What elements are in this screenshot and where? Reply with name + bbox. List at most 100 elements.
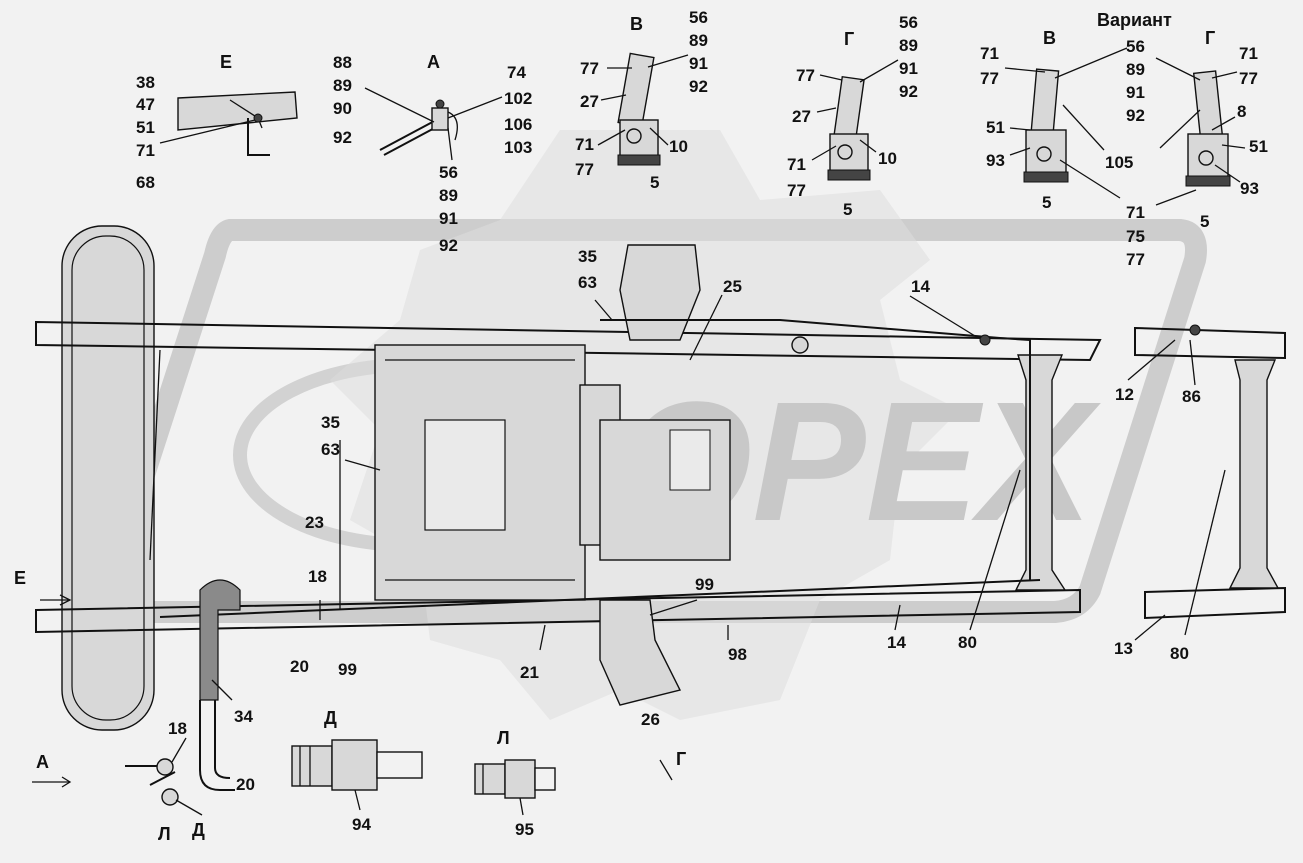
variant-bottom-2: 77	[1126, 250, 1145, 269]
bottom-a-label: А	[36, 752, 49, 772]
bottom-20: 20	[236, 775, 255, 794]
main-80a: 80	[958, 633, 977, 652]
rear-lower-rail	[1144, 586, 1286, 620]
view-g-right-1: 89	[899, 36, 918, 55]
view-b-right-3: 92	[689, 77, 708, 96]
detail-l-title: Л	[497, 728, 510, 748]
view-e-label-2: 51	[136, 118, 155, 137]
main-99a: 99	[338, 660, 357, 679]
view-e-label-1: 47	[136, 95, 155, 114]
main-e-arrow-label: Е	[14, 568, 26, 588]
view-a-right-0: 74	[507, 63, 526, 82]
view-e-title: Е	[220, 52, 232, 72]
view-a-left-3: 92	[333, 128, 352, 147]
view-g-27: 27	[792, 107, 811, 126]
bottom-d-label: Д	[192, 820, 205, 840]
cross-member	[1014, 354, 1067, 591]
main-12: 12	[1115, 385, 1134, 404]
main-26: 26	[641, 710, 660, 729]
detail-l: Л 95	[474, 728, 556, 839]
view-a-left-0: 88	[333, 53, 352, 72]
view-a: А 88 89 90 92 74 102 106 103 56 89 91 92	[333, 52, 532, 255]
variant-93b: 93	[1240, 179, 1259, 198]
detail-d: Д 94	[291, 708, 423, 834]
exhaust-pipe	[599, 599, 682, 706]
main-35b: 35	[321, 413, 340, 432]
variant-left-0: 71	[980, 44, 999, 63]
variant-5b: 5	[1200, 212, 1209, 231]
view-variant: Вариант В Г 56 89 91 92 71 77 71 77 8	[980, 10, 1268, 269]
main-14a: 14	[911, 277, 930, 296]
view-g-77: 77	[796, 66, 815, 85]
hose-34	[199, 579, 241, 701]
view-b-27: 27	[580, 92, 599, 111]
main-g-label: Г	[676, 749, 686, 769]
view-b-5: 5	[650, 173, 659, 192]
view-g-5: 5	[843, 200, 852, 219]
main-63a: 63	[578, 273, 597, 292]
view-a-bottom: А 18 20 Л Д	[32, 700, 255, 844]
detail-l-number: 95	[515, 820, 534, 839]
bottom-18: 18	[168, 719, 187, 738]
variant-mid-1: 89	[1126, 60, 1145, 79]
view-a-bottom-1: 89	[439, 186, 458, 205]
view-b-77: 77	[580, 59, 599, 78]
variant-left-1: 77	[980, 69, 999, 88]
main-13: 13	[1114, 639, 1133, 658]
variant-105: 105	[1105, 153, 1133, 172]
view-a-right-1: 102	[504, 89, 532, 108]
rear-cross-member	[1228, 359, 1280, 589]
main-25: 25	[723, 277, 742, 296]
view-g-71: 71	[787, 155, 806, 174]
view-b-right-1: 89	[689, 31, 708, 50]
view-a-title: А	[427, 52, 440, 72]
view-a-bottom-2: 91	[439, 209, 458, 228]
variant-93a: 93	[986, 151, 1005, 170]
view-b-title: В	[630, 14, 643, 34]
rear-upper-rail	[1134, 326, 1286, 360]
view-a-left-2: 90	[333, 99, 352, 118]
variant-51b: 51	[1249, 137, 1268, 156]
variant-bottom-1: 75	[1126, 227, 1145, 246]
variant-bottom-0: 71	[1126, 203, 1145, 222]
main-34: 34	[234, 707, 253, 726]
bottom-l-label: Л	[158, 824, 171, 844]
main-98: 98	[728, 645, 747, 664]
view-b-right-2: 91	[689, 54, 708, 73]
variant-title: Вариант	[1097, 10, 1172, 30]
view-e: Е 38 47 51 71 68	[136, 52, 298, 192]
variant-8: 8	[1237, 102, 1246, 121]
main-80b: 80	[1170, 644, 1189, 663]
variant-mid-3: 92	[1126, 106, 1145, 125]
view-e-label-3: 71	[136, 141, 155, 160]
view-a-bottom-0: 56	[439, 163, 458, 182]
view-g-77b: 77	[787, 181, 806, 200]
view-g-title: Г	[844, 29, 854, 49]
variant-mid-0: 56	[1126, 37, 1145, 56]
main-35a: 35	[578, 247, 597, 266]
variant-5a: 5	[1042, 193, 1051, 212]
variant-51a: 51	[986, 118, 1005, 137]
main-86: 86	[1182, 387, 1201, 406]
variant-right-1: 77	[1239, 69, 1258, 88]
view-a-right-2: 106	[504, 115, 532, 134]
view-b-10: 10	[669, 137, 688, 156]
view-e-label-0: 38	[136, 73, 155, 92]
view-g-10: 10	[878, 149, 897, 168]
detail-d-title: Д	[324, 708, 337, 728]
view-b: В 56 89 91 92 77 27 71 77 10 5	[575, 8, 708, 192]
detail-d-number: 94	[352, 815, 371, 834]
main-18a: 18	[308, 567, 327, 586]
variant-mid-2: 91	[1126, 83, 1145, 102]
main-20a: 20	[290, 657, 309, 676]
main-23: 23	[305, 513, 324, 532]
variant-b-title: В	[1043, 28, 1056, 48]
main-14b: 14	[887, 633, 906, 652]
main-21: 21	[520, 663, 539, 682]
view-g-right-0: 56	[899, 13, 918, 32]
view-g: Г 56 89 91 92 77 27 71 77 10 5	[787, 13, 918, 219]
view-g-right-2: 91	[899, 59, 918, 78]
view-a-left-1: 89	[333, 76, 352, 95]
